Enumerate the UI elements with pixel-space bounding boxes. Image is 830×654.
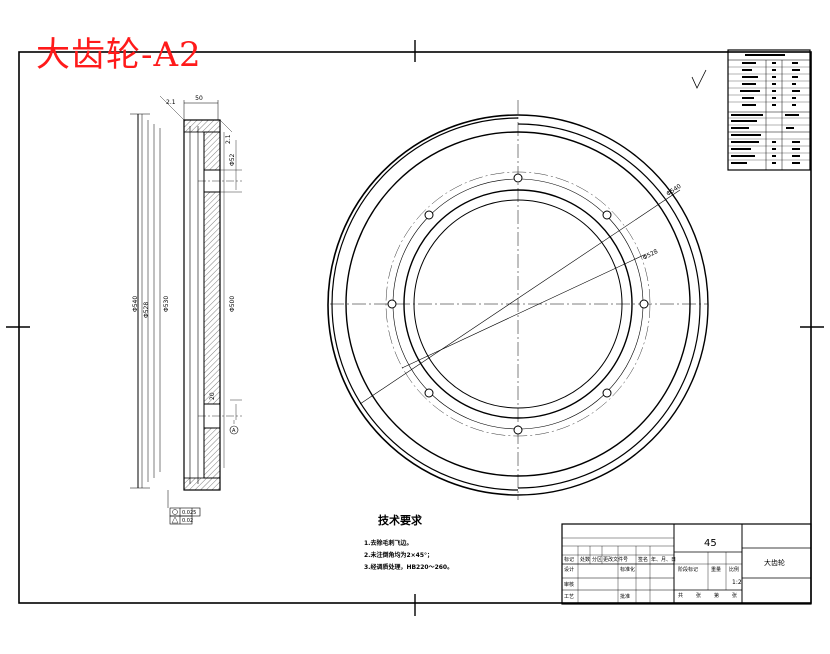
dim-front-inner: Φ528 [642, 248, 660, 262]
section-dimensions: 50 2.1 2.1 Φ52 20 Φ540 Φ528 Φ530 Φ500 A … [132, 95, 236, 524]
bolt-hole [424, 210, 434, 220]
section-view [130, 95, 242, 525]
design-std: 标准化 [620, 567, 636, 573]
title-block [561, 523, 812, 605]
centering-marks [6, 40, 824, 616]
bolt-hole [602, 388, 612, 398]
tech-item: 2.未注倒角均为2×45°； [364, 552, 434, 559]
dim-inner: Φ500 [229, 296, 236, 312]
dim-width: 50 [195, 95, 203, 102]
header-col: 标记 [564, 557, 575, 563]
front-view [327, 100, 709, 500]
stage-label: 阶段标记 [678, 567, 699, 573]
design-label: 设计 [564, 567, 575, 573]
tech-item: 1.去除毛刺飞边。 [364, 540, 413, 547]
dim-chamfer-top: 2.1 [166, 99, 176, 106]
bolt-hole [602, 210, 612, 220]
runout-tolerance: 0.025 [182, 510, 196, 516]
tech-heading: 技术要求 [378, 514, 422, 527]
roughness-symbol [691, 69, 707, 89]
sheet-cell: 张 [732, 593, 738, 599]
scale-label: 比例 [729, 567, 740, 573]
bolt-hole [387, 299, 397, 309]
datum-label: A [232, 428, 236, 434]
dim-chamfer-right: 2.1 [225, 134, 232, 144]
dim-bore: Φ530 [163, 296, 170, 312]
header-col: 签名 [638, 557, 649, 563]
drawing-title: 大齿轮-A2 [36, 35, 202, 75]
part-name: 大齿轮 [764, 559, 785, 567]
material-value: 45 [704, 538, 717, 549]
check-label: 审核 [564, 582, 575, 588]
sheet-cell: 共 [678, 593, 684, 599]
technical-requirements: 技术要求 1.去除毛刺飞边。 2.未注倒角均为2×45°； 3.经调质处理，HB… [364, 512, 453, 574]
bolt-hole [424, 388, 434, 398]
dim-slot: 20 [209, 392, 216, 400]
bolt-hole [513, 425, 523, 435]
scale-value: 1:2 [732, 579, 742, 586]
tech-item: 3.经调质处理，HB220～260。 [364, 564, 454, 571]
process-label: 工艺 [564, 594, 575, 600]
dim-od2: Φ528 [143, 302, 150, 318]
dim-keyway: Φ52 [229, 153, 236, 166]
bolt-hole [639, 299, 649, 309]
header-col: 分区 [592, 557, 603, 563]
sheet-cell: 第 [714, 593, 720, 599]
header-col: 年、月、日 [651, 557, 677, 563]
header-col: 处数 [580, 557, 591, 563]
bolt-holes [387, 173, 649, 435]
gd-tolerance: 0.02 [182, 518, 193, 524]
bolt-hole [513, 173, 523, 183]
dim-od1: Φ540 [132, 296, 139, 312]
header-col: 更改文件号 [603, 557, 629, 563]
sheet-cell: 张 [696, 593, 702, 599]
approve-label: 批准 [620, 594, 631, 600]
parameter-table [727, 49, 811, 171]
weight-label: 重量 [711, 567, 722, 573]
